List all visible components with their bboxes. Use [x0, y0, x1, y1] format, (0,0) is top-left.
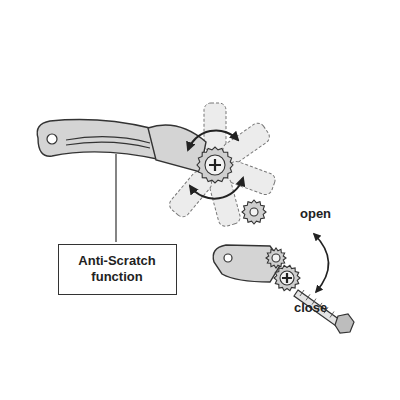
ghost-lever — [208, 176, 242, 228]
long-lever — [37, 120, 170, 160]
lever-hole — [47, 134, 57, 144]
callout-box: Anti-Scratch function — [58, 244, 177, 295]
callout-text: Anti-Scratch function — [67, 253, 167, 285]
leader-line — [115, 154, 116, 242]
lever-hole — [224, 254, 232, 262]
washer — [242, 200, 266, 224]
rotation-ghosts — [153, 103, 277, 228]
screw-shaft — [294, 290, 340, 326]
rotation-arrow — [188, 131, 238, 150]
open-close-arrow — [314, 234, 329, 292]
small-knob — [274, 265, 300, 290]
screw-head — [335, 314, 354, 333]
state-label: open — [300, 206, 331, 221]
toothed-ring — [266, 248, 286, 268]
ghost-lever — [204, 103, 226, 151]
anti-scratch-slot — [66, 142, 150, 148]
rotation-arrow — [190, 178, 243, 199]
state-label: close — [294, 300, 327, 315]
main-knob — [197, 147, 233, 183]
